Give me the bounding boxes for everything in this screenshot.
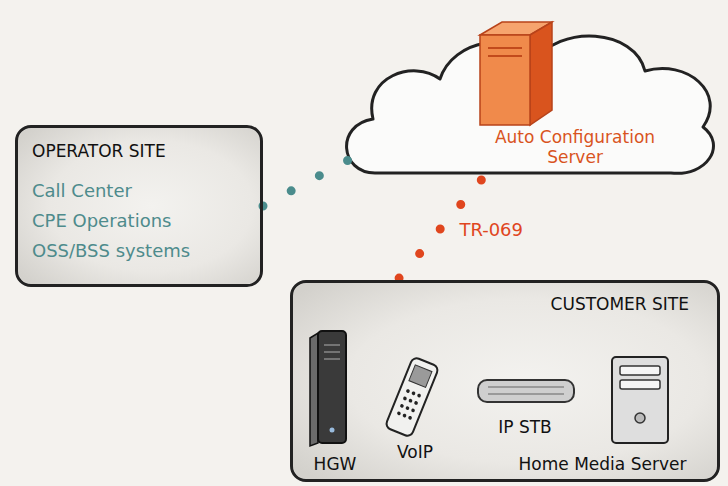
cloud-node: Auto Configuration Server xyxy=(335,15,720,180)
operator-shading xyxy=(18,128,260,284)
dotted-connector xyxy=(263,157,354,206)
device-node: VoIP xyxy=(380,355,450,463)
site-box: OPERATOR SITE Call CenterCPE OperationsOS… xyxy=(15,125,263,287)
system-item: CPE Operations xyxy=(32,206,246,236)
set-top-box-icon xyxy=(478,380,574,402)
device-label: IP STB xyxy=(498,417,552,438)
system-item: Call Center xyxy=(32,176,246,206)
device-node: HGW xyxy=(300,325,370,475)
site-box: CUSTOMER SITE HGW VoIP IP STB Home Media Ser… xyxy=(290,280,720,482)
device-label: VoIP xyxy=(397,442,433,463)
site-heading: CUSTOMER SITE xyxy=(551,293,689,315)
media-server-icon xyxy=(612,357,668,443)
device-label: Home Media Server xyxy=(519,454,687,475)
customer-shading xyxy=(293,283,717,479)
device-node: Home Media Server xyxy=(495,350,710,475)
system-item: OSS/BSS systems xyxy=(32,236,246,266)
device-node: IP STB xyxy=(470,372,580,438)
protocol-label: TR-069 xyxy=(457,219,525,241)
server-label: Auto Configuration Server xyxy=(475,127,675,167)
device-label: HGW xyxy=(314,454,357,475)
server-icon xyxy=(480,22,552,125)
voip-phone-icon xyxy=(385,357,439,438)
site-heading: OPERATOR SITE xyxy=(32,140,246,162)
hgw-icon xyxy=(310,331,346,446)
